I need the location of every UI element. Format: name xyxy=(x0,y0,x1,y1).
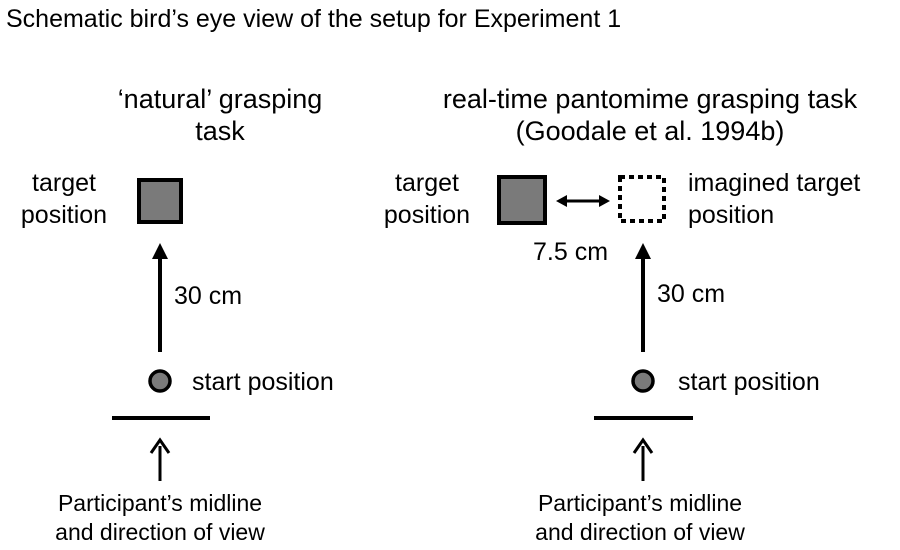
left-heading-line2: task xyxy=(195,116,245,146)
right-heading-line1: real-time pantomime grasping task xyxy=(442,84,858,114)
right-offset-arrow xyxy=(556,195,610,207)
left-heading-line1: ‘natural’ grasping xyxy=(117,84,323,114)
right-target-label-line1: target xyxy=(395,169,459,197)
left-distance-arrow xyxy=(152,243,168,352)
left-start-label: start position xyxy=(192,368,334,396)
right-start-circle xyxy=(631,369,655,393)
right-imagined-target-box xyxy=(618,175,666,223)
right-start-label: start position xyxy=(678,368,820,396)
left-midline-label-line2: and direction of view xyxy=(55,519,265,545)
right-target-box xyxy=(497,175,547,225)
right-imagined-label-line1: imagined target xyxy=(688,169,861,197)
left-start-circle xyxy=(148,369,172,393)
left-distance-label: 30 cm xyxy=(174,282,243,310)
left-target-box xyxy=(137,178,183,224)
left-midline-label-line1: Participant’s midline xyxy=(57,490,263,516)
figure-title: Schematic bird’s eye view of the setup f… xyxy=(6,5,622,33)
left-target-label-line2: position xyxy=(20,201,108,229)
right-imagined-label-line2: position xyxy=(688,201,775,229)
left-view-arrow xyxy=(149,437,171,481)
right-view-arrow xyxy=(632,437,654,481)
right-offset-label: 7.5 cm xyxy=(533,238,609,266)
right-heading-line2: (Goodale et al. 1994b) xyxy=(515,116,785,146)
right-target-label-line2: position xyxy=(383,201,471,229)
left-target-label-line1: target xyxy=(32,169,96,197)
right-distance-arrow xyxy=(635,243,651,352)
right-distance-label: 30 cm xyxy=(657,280,726,308)
right-midline-label-line1: Participant’s midline xyxy=(537,490,743,516)
right-midline-label-line2: and direction of view xyxy=(535,519,745,545)
